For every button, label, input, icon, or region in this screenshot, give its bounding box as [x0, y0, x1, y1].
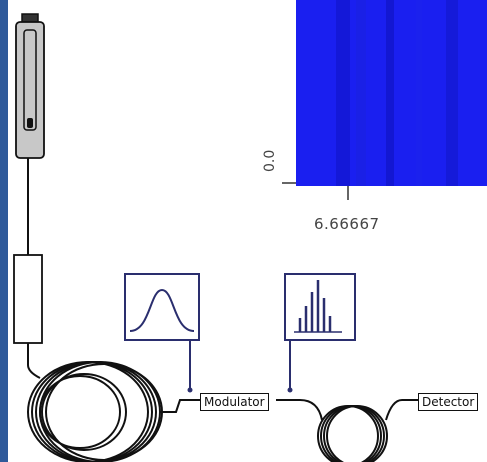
plot-stripe [386, 0, 394, 186]
input-spectrum-box [124, 273, 200, 341]
plot-stripe [356, 0, 366, 186]
fiber-mid [276, 399, 323, 421]
plot-stripe [336, 0, 350, 186]
input-tap-dot [187, 387, 193, 393]
single-peak-spectrum-icon [129, 288, 195, 332]
connector-tube [13, 254, 43, 344]
probe-icon [15, 13, 45, 159]
fiber-coil-small [317, 405, 388, 462]
output-spectrum-box [284, 273, 356, 341]
fiber-to-detector [385, 399, 418, 421]
fiber-to-modulator [160, 399, 200, 413]
left-edge-bar [0, 0, 8, 462]
plot-stripe [416, 0, 422, 186]
x-tick-label: 6.66667 [314, 215, 380, 233]
modulator-box: Modulator [200, 393, 269, 411]
plot-stripe [446, 0, 458, 186]
comb-spectrum-icon [294, 280, 342, 333]
coil-lead-in [27, 364, 41, 379]
heatmap-plot-area [296, 0, 487, 186]
output-tap-dot [287, 387, 293, 393]
detector-box: Detector [418, 393, 479, 411]
fiber-coil-large [27, 361, 163, 462]
